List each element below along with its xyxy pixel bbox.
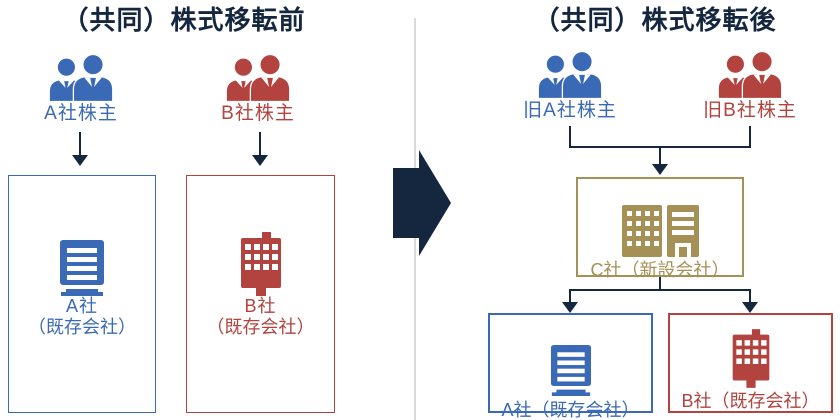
shareholder-b-label: B社株主	[221, 103, 295, 124]
shareholders-a-icon	[48, 55, 114, 101]
subsidiary-b-icon-slot	[670, 315, 831, 388]
subsidiary-a-box: A社（既存会社）	[488, 313, 653, 420]
building-windows-icon	[237, 232, 285, 296]
company-b-icon-slot	[187, 176, 334, 296]
after-title: （共同）株式移転後	[533, 5, 777, 35]
former-shareholder-b-label: 旧B社株主	[703, 100, 797, 121]
before-title: （共同）株式移転前	[62, 5, 306, 35]
company-a-box: A社 （既存会社）	[8, 175, 156, 413]
company-b-box: B社 （既存会社）	[186, 175, 335, 413]
subsidiary-b-label: B社（既存会社）	[681, 391, 820, 411]
company-a-sub: （既存会社）	[28, 317, 136, 337]
former-shareholder-a-label: 旧A社株主	[523, 100, 617, 121]
building-striped-icon	[59, 240, 105, 296]
connector-line	[659, 277, 661, 291]
down-arrow-icon	[742, 289, 758, 313]
building-grid-icon	[622, 205, 662, 257]
building-striped-icon	[550, 345, 592, 396]
building-windows-icon	[729, 329, 773, 388]
down-arrow-icon	[562, 289, 578, 313]
connector-line	[749, 126, 751, 148]
connector-line	[569, 289, 751, 291]
new-company-label: C社（新設会社）	[590, 260, 730, 280]
subsidiary-a-icon-slot	[490, 315, 651, 396]
subsidiary-b-box: B社（既存会社）	[668, 313, 833, 413]
down-arrow-icon	[72, 132, 88, 166]
former-shareholders-b-icon	[717, 52, 783, 98]
former-shareholders-a-icon	[537, 52, 603, 98]
new-company-box: C社（新設会社）	[576, 177, 744, 280]
new-company-icon-slot	[578, 179, 742, 257]
company-a-name: A社	[65, 296, 98, 316]
company-b-sub: （既存会社）	[206, 317, 315, 337]
big-right-arrow-head-icon	[419, 150, 451, 256]
subsidiary-a-label: A社（既存会社）	[501, 400, 640, 420]
shareholder-a-label: A社株主	[44, 103, 118, 124]
company-b-name: B社	[244, 296, 277, 316]
connector-line	[569, 126, 571, 148]
down-arrow-icon	[652, 146, 668, 175]
shareholders-b-icon	[225, 55, 291, 101]
down-arrow-icon	[252, 132, 268, 166]
big-right-arrow-icon	[393, 168, 419, 238]
building-striped-door-icon	[667, 205, 699, 257]
company-a-icon-slot	[9, 176, 155, 296]
